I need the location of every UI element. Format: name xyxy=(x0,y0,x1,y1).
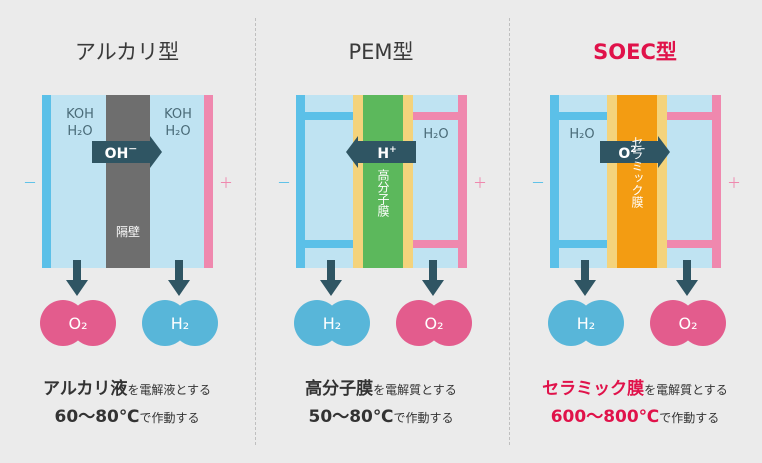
left-chem-1: H₂O xyxy=(569,127,594,142)
caption-temperature: 60〜80℃で作動する xyxy=(54,407,200,427)
anode-electrode xyxy=(712,95,721,268)
svg-text:O₂: O₂ xyxy=(678,314,697,333)
membrane-label: 高分子膜 xyxy=(376,168,390,218)
left-chem-2: H₂O xyxy=(67,124,92,139)
anode-channel xyxy=(667,112,712,120)
arrow-down-icon xyxy=(422,260,444,296)
caption-temperature: 50〜80℃で作動する xyxy=(308,407,454,427)
o2-molecule: O₂ xyxy=(650,300,726,346)
soec-diagram: － ＋ H₂O O2－ セラミック膜 H₂ O₂ xyxy=(531,95,741,346)
caption-electrolyte: アルカリ液を電解液とする xyxy=(43,379,211,399)
svg-text:H₂: H₂ xyxy=(577,314,595,333)
arrow-down-icon xyxy=(320,260,342,296)
cathode-channel xyxy=(305,240,353,248)
arrow-down-icon xyxy=(574,260,596,296)
o2-molecule: O₂ xyxy=(396,300,472,346)
catalyst-layer xyxy=(607,95,617,268)
ion-label: OH－ xyxy=(105,145,138,162)
membrane-label: セラミック膜 xyxy=(630,136,644,209)
caption-temperature: 600〜800℃で作動する xyxy=(550,407,720,427)
plus-sign: ＋ xyxy=(473,176,487,192)
pem-diagram: － ＋ H₂O H+ 高分子膜 H₂ O₂ xyxy=(277,95,487,346)
arrow-right-icon xyxy=(92,136,162,168)
cathode-channel xyxy=(559,112,607,120)
arrow-right-icon xyxy=(600,136,670,168)
arrow-down-icon xyxy=(676,260,698,296)
h2-molecule: H₂ xyxy=(294,300,370,346)
ion-label: H+ xyxy=(377,145,396,162)
caption-electrolyte: 高分子膜を電解質とする xyxy=(305,379,457,399)
right-chem-2: H₂O xyxy=(165,124,190,139)
panel-alkaline: アルカリ型 － ＋ KOH H₂O KOH H₂O OH－ 隔壁 O₂ xyxy=(0,0,254,463)
left-chem-1: KOH xyxy=(66,107,94,122)
divider xyxy=(509,18,510,445)
divider xyxy=(255,18,256,445)
caption-electrolyte: セラミック膜を電解質とする xyxy=(542,379,728,399)
minus-sign: － xyxy=(23,176,37,192)
partition-wall xyxy=(106,95,150,268)
svg-text:H₂: H₂ xyxy=(323,314,341,333)
arrow-down-icon xyxy=(66,260,88,296)
arrow-down-icon xyxy=(168,260,190,296)
panel-soec: SOEC型 － ＋ H₂O O2－ セラミック膜 H₂ xyxy=(508,0,762,463)
membrane-label: 隔壁 xyxy=(116,224,140,239)
cathode-channel xyxy=(559,240,607,248)
panel-pem: PEM型 － ＋ H₂O H+ 高分子膜 xyxy=(254,0,508,463)
plus-sign: ＋ xyxy=(727,176,741,192)
anode-electrode xyxy=(204,95,213,268)
catalyst-layer xyxy=(353,95,363,268)
anode-channel xyxy=(413,112,458,120)
minus-sign: － xyxy=(277,176,291,192)
cathode-electrode xyxy=(296,95,305,268)
catalyst-layer xyxy=(403,95,413,268)
anode-channel xyxy=(667,240,712,248)
minus-sign: － xyxy=(531,176,545,192)
ceramic-membrane xyxy=(617,95,657,268)
right-chem-1: H₂O xyxy=(423,127,448,142)
h2-molecule: H₂ xyxy=(548,300,624,346)
panel-title: PEM型 xyxy=(348,40,414,64)
o2-molecule: O₂ xyxy=(40,300,116,346)
svg-text:O₂: O₂ xyxy=(424,314,443,333)
cathode-channel xyxy=(305,112,353,120)
alkaline-diagram: － ＋ KOH H₂O KOH H₂O OH－ 隔壁 O₂ H₂ xyxy=(23,95,233,346)
h2-molecule: H₂ xyxy=(142,300,218,346)
plus-sign: ＋ xyxy=(219,176,233,192)
anode-electrode xyxy=(458,95,467,268)
panel-title: SOEC型 xyxy=(593,40,677,64)
svg-text:H₂: H₂ xyxy=(171,314,189,333)
panel-title: アルカリ型 xyxy=(74,40,180,64)
anode-channel xyxy=(413,240,458,248)
cathode-electrode xyxy=(550,95,559,268)
arrow-left-icon xyxy=(346,136,416,168)
ion-label: O2－ xyxy=(618,145,645,162)
catalyst-layer xyxy=(657,95,667,268)
svg-text:O₂: O₂ xyxy=(68,314,87,333)
right-chem-1: KOH xyxy=(164,107,192,122)
polymer-membrane xyxy=(363,95,403,268)
cathode-electrode xyxy=(42,95,51,268)
